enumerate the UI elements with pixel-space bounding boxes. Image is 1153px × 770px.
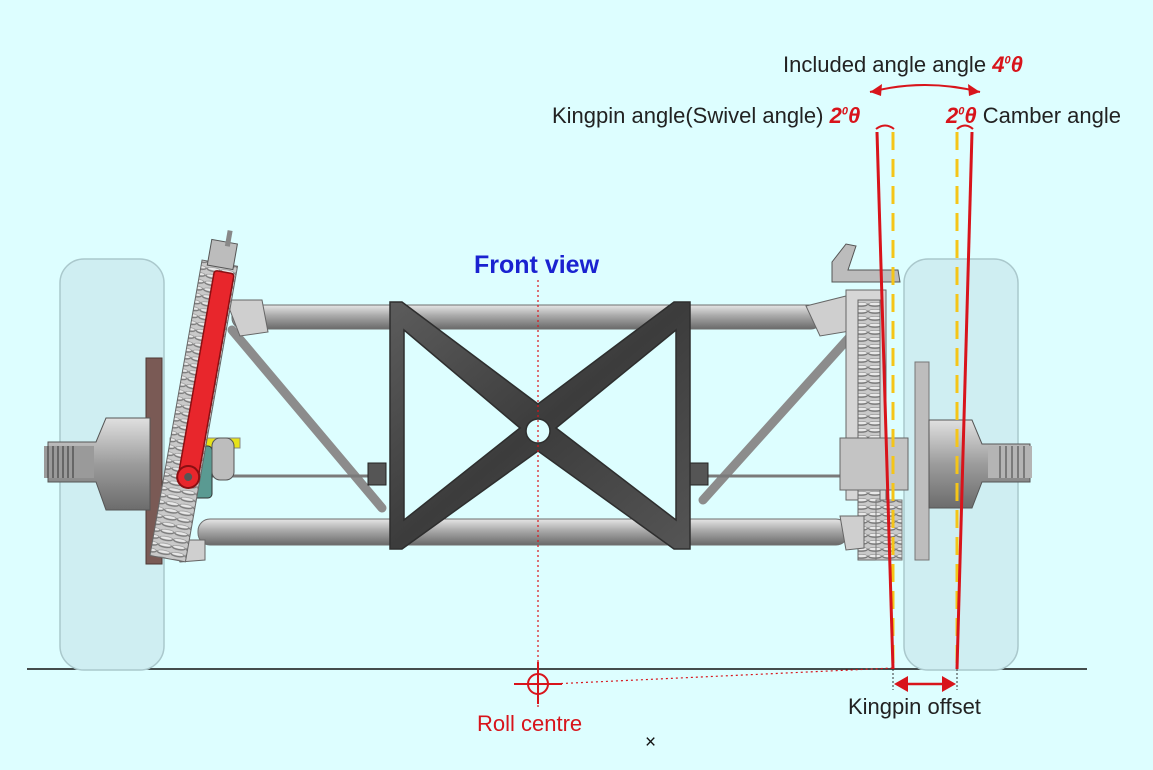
camber-angle-value: 20θ [946, 103, 977, 128]
lower-tube [197, 518, 849, 546]
upper-tube [231, 304, 823, 330]
included-angle-label: Included angle angle 40θ [783, 52, 1023, 78]
roll-centre-marker [514, 662, 562, 704]
roll-centre-link [550, 667, 894, 685]
left-hub [47, 417, 151, 511]
kingpin-offset-label: Kingpin offset [848, 694, 981, 719]
kingpin-angle-arc [875, 124, 895, 130]
left-shock-absorber [149, 230, 239, 563]
kingpin-offset-arrow [894, 676, 956, 692]
right-axle-splines [988, 446, 1032, 478]
roll-centre-label: Roll centre [477, 711, 583, 736]
left-wheel [44, 258, 165, 671]
close-icon[interactable]: × [645, 732, 657, 753]
left-diagonal-strut [227, 325, 387, 513]
kingpin-angle-label: Kingpin angle(Swivel angle) 20θ [552, 103, 860, 129]
included-angle-text: Included angle angle [783, 52, 987, 77]
left-rod-bracket [367, 462, 387, 486]
right-wheel [903, 258, 1032, 671]
right-diagonal-strut [698, 325, 861, 505]
kingpin-axis-line [875, 131, 895, 670]
camber-axis-line [955, 131, 974, 670]
right-brake-disc [914, 361, 930, 561]
included-angle-value: 40θ [992, 52, 1023, 77]
kingpin-angle-value: 20θ [829, 103, 861, 128]
right-hub [928, 419, 1031, 509]
included-angle-arrow [869, 84, 981, 96]
diagram-title: Front view [474, 251, 600, 279]
kingpin-angle-text: Kingpin angle(Swivel angle) [552, 103, 824, 128]
right-rod-bracket [689, 462, 709, 486]
camber-angle-arc [956, 124, 974, 130]
camber-angle-text: Camber angle [982, 103, 1121, 128]
camber-angle-label: 20θ Camber angle [946, 103, 1121, 129]
left-axle-splines [44, 446, 94, 478]
